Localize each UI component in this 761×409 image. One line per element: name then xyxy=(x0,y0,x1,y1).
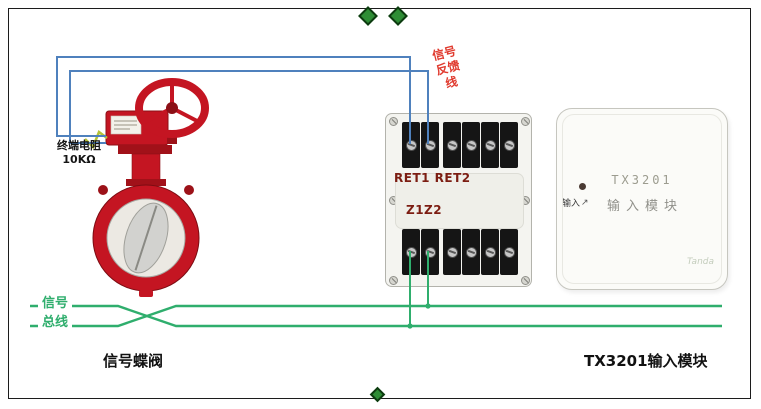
terminal-block: RET1 RET2 Z1Z2 xyxy=(385,113,532,287)
terminal-cell xyxy=(462,122,480,168)
terminal-strip-top xyxy=(402,122,519,168)
input-module-panel: 输入 ↗ TX3201 输入模块 Tanda xyxy=(556,108,728,290)
valve-caption: 信号蝶阀 xyxy=(103,352,164,370)
resistor-label-line2: 10KΩ xyxy=(62,153,96,167)
terminal-cell xyxy=(443,122,461,168)
terminal-block-recess xyxy=(395,173,524,229)
module-subtitle: 输入模块 xyxy=(606,199,683,214)
terminal-cell xyxy=(462,229,480,275)
ret-terminal-label: RET1 RET2 xyxy=(394,171,471,185)
bus-label-line2: 总线 xyxy=(41,314,68,330)
terminal-screw-icon xyxy=(405,246,417,258)
plate-screw-icon xyxy=(389,276,398,285)
terminal-screw-icon xyxy=(465,246,477,258)
resistor-label-line1: 终端电阻 xyxy=(57,139,101,152)
terminal-screw-icon xyxy=(484,139,496,151)
module-caption: TX3201输入模块 xyxy=(584,352,708,370)
signal-bus-label: 信号 总线 xyxy=(38,294,72,334)
terminal-cell xyxy=(402,229,420,275)
terminal-cell xyxy=(500,122,518,168)
terminal-screw-icon xyxy=(484,246,496,258)
terminal-cell xyxy=(500,229,518,275)
plate-screw-icon xyxy=(521,276,530,285)
input-arrow-icon: ↗ xyxy=(581,197,589,208)
terminal-screw-icon xyxy=(446,246,458,258)
terminal-cell xyxy=(443,229,461,275)
terminal-screw-icon xyxy=(465,139,477,151)
terminal-screw-icon xyxy=(446,139,458,151)
terminal-screw-icon xyxy=(503,246,515,258)
terminal-screw-icon xyxy=(424,246,436,258)
module-brand-logo: Tanda xyxy=(687,257,714,267)
terminal-cell xyxy=(481,122,499,168)
plate-screw-icon xyxy=(389,117,398,126)
plate-screw-icon xyxy=(521,117,530,126)
bus-label-line1: 信号 xyxy=(41,296,68,311)
terminal-cell xyxy=(421,229,439,275)
module-title: TX3201 xyxy=(611,173,673,187)
terminal-screw-icon xyxy=(405,139,417,151)
z-terminal-label: Z1Z2 xyxy=(406,203,443,217)
module-led-icon xyxy=(579,183,586,190)
terminal-screw-icon xyxy=(503,139,515,151)
terminal-screw-icon xyxy=(424,139,436,151)
terminal-cell xyxy=(402,122,420,168)
module-input-label: 输入 ↗ xyxy=(562,196,589,210)
terminal-cell xyxy=(481,229,499,275)
terminal-resistor-label: 终端电阻 10KΩ xyxy=(46,139,112,168)
terminal-cell xyxy=(421,122,439,168)
terminal-strip-bottom xyxy=(402,229,519,275)
input-label-text: 输入 xyxy=(562,199,581,209)
